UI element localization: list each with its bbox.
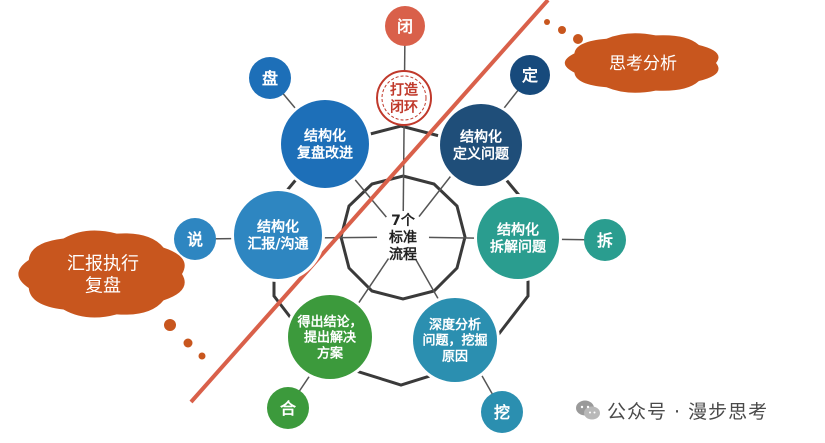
- big-node-split-circle: [477, 197, 559, 279]
- cloud-think: 思考分析: [564, 33, 719, 93]
- small-node-bi-circle: [385, 6, 425, 46]
- small-node-wa: 挖: [481, 391, 523, 433]
- big-node-define-circle: [440, 104, 522, 186]
- small-node-he: 合: [267, 387, 309, 429]
- big-node-review-line-0: 结构化: [304, 128, 346, 145]
- watermark: 公众号 · 漫步思考: [575, 396, 768, 424]
- big-node-split-line-0: 结构化: [497, 222, 539, 239]
- big-node-review-line-1: 复盘改进: [296, 145, 353, 162]
- center-label-line-2: 流程: [389, 246, 417, 263]
- small-node-chai-label: 拆: [597, 231, 613, 250]
- small-node-ding-circle: [510, 55, 550, 95]
- loop-badge-line-0: 打造: [390, 82, 418, 99]
- big-node-report-line-0: 结构化: [257, 219, 299, 236]
- watermark-text: 公众号 · 漫步思考: [607, 400, 769, 423]
- small-node-chai: 拆: [584, 219, 626, 261]
- small-node-chai-circle: [584, 219, 626, 261]
- small-node-wa-circle: [481, 391, 523, 433]
- loop-badge-line-1: 闭环: [390, 99, 418, 116]
- big-nodes: 结构化定义问题结构化拆解问题深度分析问题，挖掘原因得出结论，提出解决方案结构化汇…: [231, 97, 562, 385]
- wechat-icon: [576, 400, 600, 420]
- trail-dot-4: [183, 338, 193, 348]
- big-node-dig-line-1: 问题，挖掘: [422, 333, 487, 349]
- small-node-bi: 闭: [385, 6, 425, 46]
- big-node-define-line-0: 结构化: [460, 129, 502, 146]
- small-node-ding: 定: [510, 55, 550, 95]
- trail-dot-1: [558, 26, 566, 34]
- cloud-execute-line-1: 复盘: [85, 275, 121, 296]
- small-node-shuo-circle: [174, 218, 216, 260]
- big-node-review-circle: [281, 100, 369, 188]
- cloud-think-line-0: 思考分析: [609, 54, 677, 74]
- trail-dot-2: [573, 34, 583, 44]
- big-node-dig-line-0: 深度分析: [429, 317, 481, 333]
- small-node-he-label: 合: [280, 399, 297, 418]
- inner-dodecagon-ring: [339, 174, 467, 301]
- small-node-wa-label: 挖: [494, 403, 510, 422]
- small-node-pan-label: 盘: [262, 69, 278, 88]
- trail-dot-5: [198, 352, 206, 360]
- center-hub-backdrop: [377, 211, 429, 263]
- big-node-dig-circle: [413, 298, 497, 382]
- diagonal-divider-line: [189, 0, 550, 404]
- big-node-conclude-circle: [288, 295, 372, 379]
- big-node-define-line-1: 定义问题: [453, 146, 510, 163]
- small-node-pan: 盘: [249, 57, 291, 99]
- trail-dot-0: [544, 19, 550, 25]
- big-node-conclude-line-2: 方案: [317, 346, 344, 362]
- cloud-execute-line-0: 汇报执行: [67, 254, 139, 275]
- spoke-bi: [402, 27, 406, 238]
- big-node-split-line-1: 拆解问题: [490, 239, 547, 256]
- cloud-trail-dots: [164, 19, 583, 360]
- outer-decagon-ring: [272, 124, 530, 387]
- center-label-line-0: 7个: [391, 212, 416, 229]
- small-node-he-circle: [267, 387, 309, 429]
- big-node-report-line-1: 汇报/沟通: [247, 236, 308, 253]
- small-node-bi-label: 闭: [397, 17, 413, 36]
- loop-badge-inner-ring: [381, 75, 427, 121]
- small-node-ding-label: 定: [521, 66, 538, 85]
- small-node-pan-circle: [249, 57, 291, 99]
- trail-dot-3: [164, 319, 176, 331]
- small-node-shuo-label: 说: [187, 230, 203, 249]
- cloud-think-shape: [564, 33, 719, 93]
- small-node-shuo: 说: [174, 218, 216, 260]
- big-node-conclude-line-0: 得出结论，: [296, 314, 362, 330]
- cloud-execute-shape: [18, 230, 185, 318]
- big-node-report-circle: [234, 191, 322, 279]
- center-label-line-1: 标准: [388, 229, 417, 246]
- big-node-dig-line-2: 原因: [442, 350, 468, 365]
- big-node-conclude-line-1: 提出解决: [304, 330, 357, 346]
